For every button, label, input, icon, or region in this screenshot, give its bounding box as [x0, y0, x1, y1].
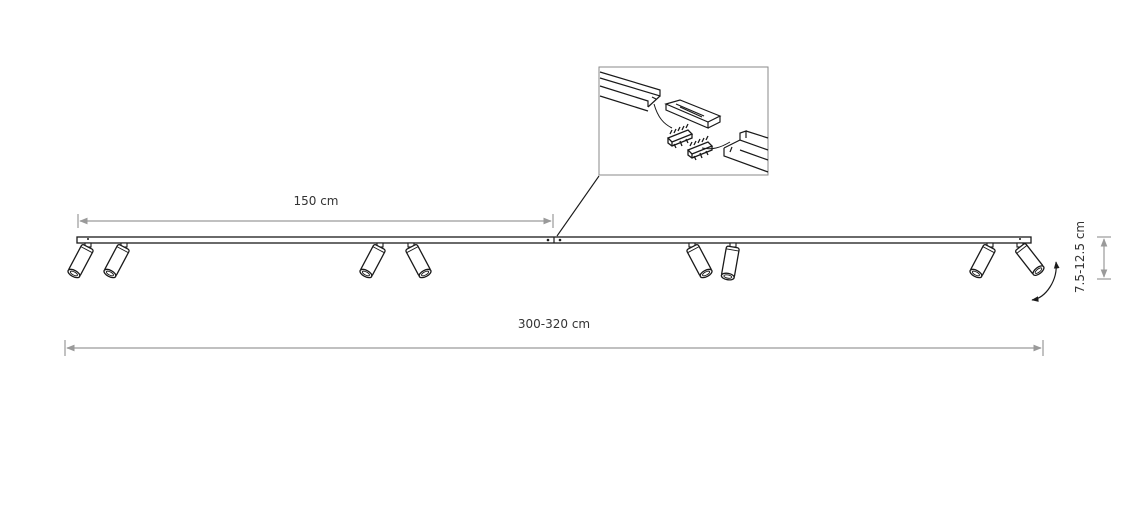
total-length-label: 300-320 cm — [518, 317, 590, 331]
spotlight-group — [67, 242, 1045, 281]
spotlight-1 — [67, 242, 94, 279]
spotlight-2 — [103, 242, 130, 279]
terminal-block-right — [686, 135, 714, 161]
half-length-label: 150 cm — [293, 194, 338, 208]
connector-detail-inset — [598, 66, 769, 176]
spotlight-4 — [405, 242, 432, 279]
rotation-arrow-icon — [1031, 261, 1060, 302]
spotlight-5 — [686, 242, 713, 279]
detail-leader-line — [556, 175, 600, 237]
track-rail — [76, 236, 1032, 244]
terminal-block-left — [666, 123, 694, 149]
height-label: 7.5-12.5 cm — [1073, 221, 1087, 293]
spotlight-8 — [1015, 242, 1045, 277]
total-length-dimension: 300-320 cm — [64, 317, 1044, 356]
half-length-dimension: 150 cm — [77, 194, 554, 228]
spotlight-6 — [720, 242, 740, 281]
spotlight-7 — [969, 242, 996, 279]
height-dimension: 7.5-12.5 cm — [1073, 221, 1111, 293]
spotlight-3 — [359, 242, 386, 279]
